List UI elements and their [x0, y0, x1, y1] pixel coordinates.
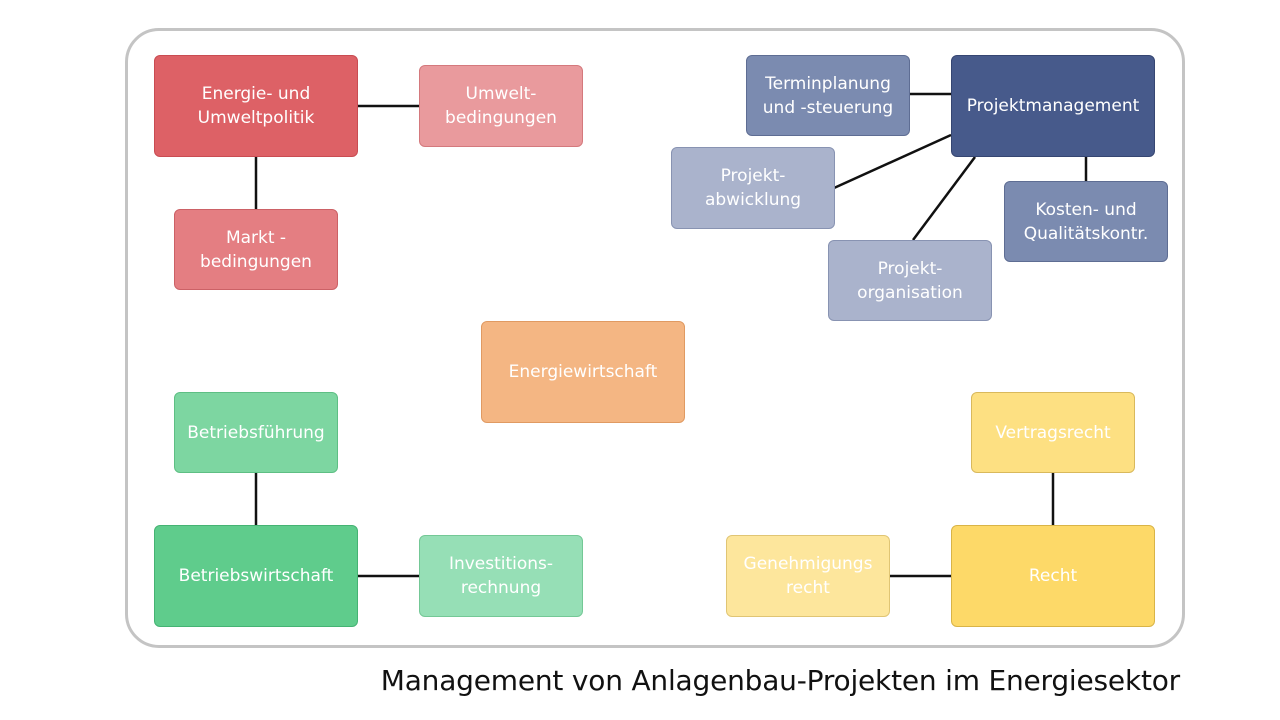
node-projektmanagement[interactable]: Projektmanagement	[951, 55, 1155, 157]
node-kosten-und-qualitaetskontrolle[interactable]: Kosten- und Qualitätskontr.	[1004, 181, 1168, 262]
node-umweltbedingungen[interactable]: Umwelt- bedingungen	[419, 65, 583, 147]
node-projektabwicklung[interactable]: Projekt- abwicklung	[671, 147, 835, 229]
node-investitionsrechnung[interactable]: Investitions- rechnung	[419, 535, 583, 617]
node-energie-und-umweltpolitik[interactable]: Energie- und Umweltpolitik	[154, 55, 358, 157]
node-genehmigungsrecht[interactable]: Genehmigungs recht	[726, 535, 890, 617]
diagram-caption: Management von Anlagenbau-Projekten im E…	[380, 664, 1180, 697]
node-projektorganisation[interactable]: Projekt- organisation	[828, 240, 992, 321]
node-recht[interactable]: Recht	[951, 525, 1155, 627]
node-betriebswirtschaft[interactable]: Betriebswirtschaft	[154, 525, 358, 627]
node-energiewirtschaft[interactable]: Energiewirtschaft	[481, 321, 685, 423]
node-betriebsfuehrung[interactable]: Betriebsführung	[174, 392, 338, 473]
node-marktbedingungen[interactable]: Markt - bedingungen	[174, 209, 338, 290]
node-terminplanung[interactable]: Terminplanung und -steuerung	[746, 55, 910, 136]
node-vertragsrecht[interactable]: Vertragsrecht	[971, 392, 1135, 473]
